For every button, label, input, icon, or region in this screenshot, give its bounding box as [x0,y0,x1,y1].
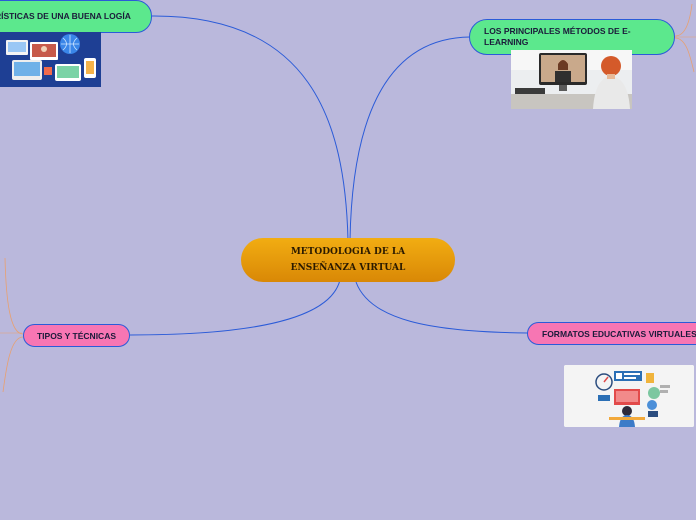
connector-tipos [129,279,341,336]
topic-tipos-label: TIPOS Y TÉCNICAS [36,330,117,341]
central-topic-label: METODOLOGIA DE LA ENSEÑANZA VIRTUAL [290,247,406,273]
topic-caracteristicas[interactable]: RÍSTICAS DE UNA BUENA LOGÍA [0,0,152,33]
topic-formatos-label: FORMATOS EDUCATIVAS VIRTUALES [542,328,696,339]
connector-caracteristicas [151,15,349,241]
subconnector-metodos-bottom [674,37,695,73]
topic-tipos-tecnicas[interactable]: TIPOS Y TÉCNICAS [23,324,130,347]
central-topic[interactable]: METODOLOGIA DE LA ENSEÑANZA VIRTUAL [241,238,455,282]
topic-metodos-label: LOS PRINCIPALES MÉTODOS DE E-LEARNING [484,26,631,47]
topic-formatos-educativas[interactable]: FORMATOS EDUCATIVAS VIRTUALES [527,322,696,345]
video-class-person-image [511,50,632,109]
education-formats-illustration-image [564,365,694,427]
subconnector-tipos-bottom [2,336,24,393]
subconnector-tipos-top [4,257,24,335]
connector-metodos [349,36,471,241]
subconnector-metodos-top [674,3,693,37]
topic-metodos-elearning[interactable]: LOS PRINCIPALES MÉTODOS DE E-LEARNING [469,19,675,55]
online-learning-devices-image [0,32,101,87]
topic-caracteristicas-label: RÍSTICAS DE UNA BUENA LOGÍA [0,11,131,21]
connector-formatos [355,281,529,334]
